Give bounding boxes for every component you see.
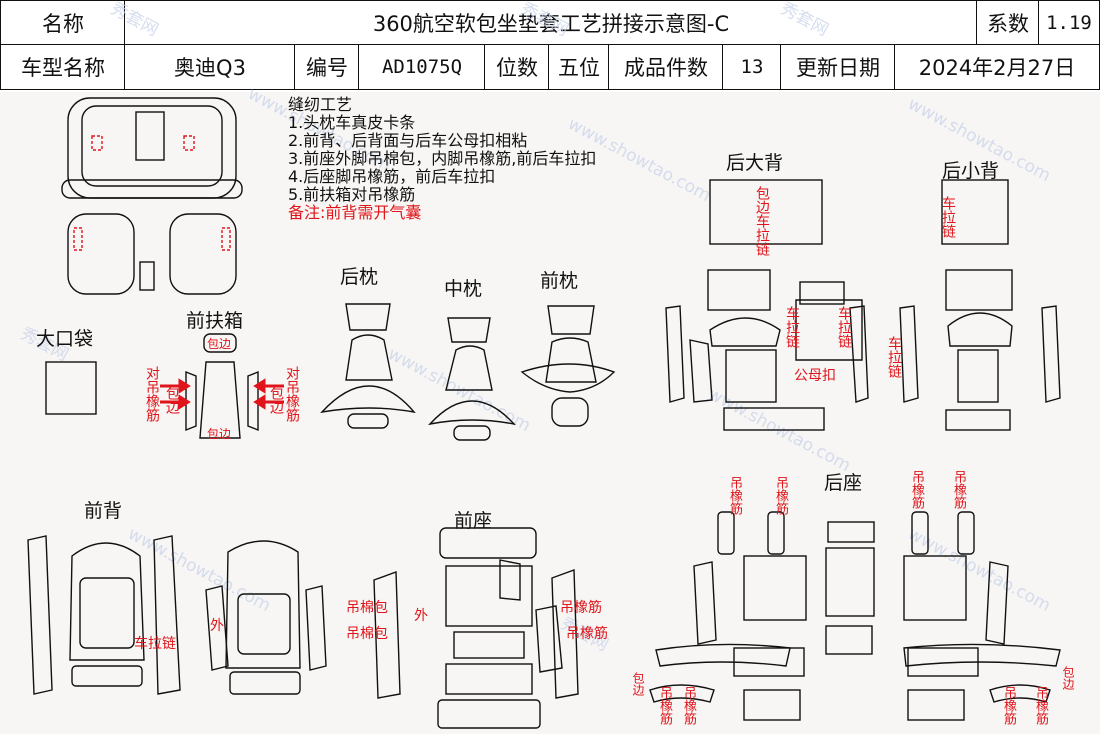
armrest-arrows bbox=[160, 378, 284, 410]
label-front-back: 前背 bbox=[84, 500, 123, 522]
code-value: AD1075Q bbox=[358, 44, 486, 90]
annotation-edge: 包边 bbox=[268, 386, 284, 414]
name-label: 名称 bbox=[0, 0, 126, 46]
annotation-edge-car-zip: 包边车拉链 bbox=[754, 186, 770, 256]
note-item: 5.前扶箱对吊橡筋 bbox=[288, 185, 416, 204]
model-value: 奥迪Q3 bbox=[124, 44, 296, 90]
annotation-edge: 包边 bbox=[207, 427, 232, 441]
annotation-elastic: 吊橡筋 bbox=[1033, 686, 1048, 725]
seats-label: 位数 bbox=[484, 44, 550, 90]
label-rear-small-back: 后小背 bbox=[942, 160, 1000, 182]
annotation-elastic: 吊橡筋 bbox=[773, 476, 788, 515]
header-table: 名称 360航空软包坐垫套工艺拼接示意图-C 系数 1.19 车型名称 奥迪Q3… bbox=[0, 0, 1100, 92]
model-label: 车型名称 bbox=[0, 44, 126, 90]
annotation-cotton: 吊棉包 bbox=[346, 600, 388, 616]
annotation-elastic: 吊橡筋 bbox=[560, 600, 602, 616]
label-rear-seat: 后座 bbox=[824, 472, 863, 494]
label-rear-headrest: 后枕 bbox=[340, 266, 379, 288]
annotation-outer: 外 bbox=[210, 618, 224, 634]
front-headrest-pieces bbox=[520, 305, 616, 427]
annotation-edge: 包边 bbox=[207, 337, 232, 351]
annotation-elastic: 吊橡筋 bbox=[951, 470, 966, 509]
date-value: 2024年2月27日 bbox=[894, 44, 1100, 90]
front-armrest-pieces bbox=[185, 333, 259, 439]
note-item: 3.前座外脚吊棉包，内脚吊橡筋,前后车拉扣 bbox=[288, 149, 597, 168]
rear-seat-pieces bbox=[649, 511, 1061, 721]
label-front-headrest: 前枕 bbox=[540, 270, 579, 292]
note-item: 2.前背、后背面与后车公母扣相粘 bbox=[288, 131, 528, 150]
mid-headrest-pieces bbox=[428, 317, 516, 441]
annotation-edge: 包边 bbox=[164, 386, 180, 414]
annotation-outer: 外 bbox=[414, 608, 428, 624]
label-big-pocket: 大口袋 bbox=[36, 328, 94, 350]
car-seat-marks bbox=[73, 135, 231, 251]
label-rear-big-back: 后大背 bbox=[726, 152, 784, 174]
note-item: 4.后座脚吊橡筋，前后车拉扣 bbox=[288, 167, 496, 186]
annotation-elastic: 吊橡筋 bbox=[1001, 686, 1016, 725]
car-seat-overview bbox=[61, 97, 243, 295]
annotation-elastic: 吊橡筋 bbox=[566, 626, 608, 642]
big-pocket-piece bbox=[45, 361, 97, 415]
label-front-seat: 前座 bbox=[454, 510, 493, 532]
front-back-pieces bbox=[27, 535, 327, 695]
date-label: 更新日期 bbox=[780, 44, 896, 90]
code-label: 编号 bbox=[294, 44, 360, 90]
pieces-value: 13 bbox=[722, 44, 782, 90]
annotation-car-zip: 车拉链 bbox=[886, 336, 902, 378]
annotation-car-zip: 车拉链 bbox=[784, 306, 800, 348]
coef-label: 系数 bbox=[976, 0, 1040, 46]
annotation-cotton: 吊棉包 bbox=[346, 626, 388, 642]
note-item: 1.头枕车真皮卡条 bbox=[288, 113, 416, 132]
label-mid-headrest: 中枕 bbox=[444, 278, 483, 300]
rear-headrest-pieces bbox=[320, 303, 416, 429]
annotation-car-zip: 车拉链 bbox=[836, 306, 852, 348]
pieces-label: 成品件数 bbox=[608, 44, 724, 90]
annotation-snap: 公母扣 bbox=[794, 368, 836, 384]
annotation-elastic: 吊橡筋 bbox=[909, 470, 924, 509]
annotation-pair-elastic: 对吊橡筋 bbox=[284, 366, 300, 422]
sewing-notes: 缝纫工艺 1.头枕车真皮卡条 2.前背、后背面与后车公母扣相粘 3.前座外脚吊棉… bbox=[288, 96, 596, 222]
annotation-elastic: 吊橡筋 bbox=[681, 686, 696, 725]
label-front-armrest: 前扶箱 bbox=[186, 310, 244, 332]
front-seat-pieces bbox=[373, 527, 579, 729]
notes-remark: 备注:前背需开气囊 bbox=[288, 203, 422, 222]
annotation-car-zip: 车拉链 bbox=[940, 196, 956, 238]
annotation-edge: 包边 bbox=[1061, 666, 1075, 690]
seats-value: 五位 bbox=[548, 44, 610, 90]
annotation-car-zip: 车拉链 bbox=[134, 636, 176, 652]
rear-big-back-pieces bbox=[665, 179, 869, 431]
annotation-pair-elastic: 对吊橡筋 bbox=[144, 366, 160, 422]
rear-small-back-pieces bbox=[899, 179, 1061, 431]
notes-title: 缝纫工艺 bbox=[288, 95, 353, 114]
annotation-elastic: 吊橡筋 bbox=[727, 476, 742, 515]
annotation-edge: 包边 bbox=[631, 672, 645, 696]
annotation-elastic: 吊橡筋 bbox=[657, 686, 672, 725]
diagram-title: 360航空软包坐垫套工艺拼接示意图-C bbox=[124, 0, 978, 46]
